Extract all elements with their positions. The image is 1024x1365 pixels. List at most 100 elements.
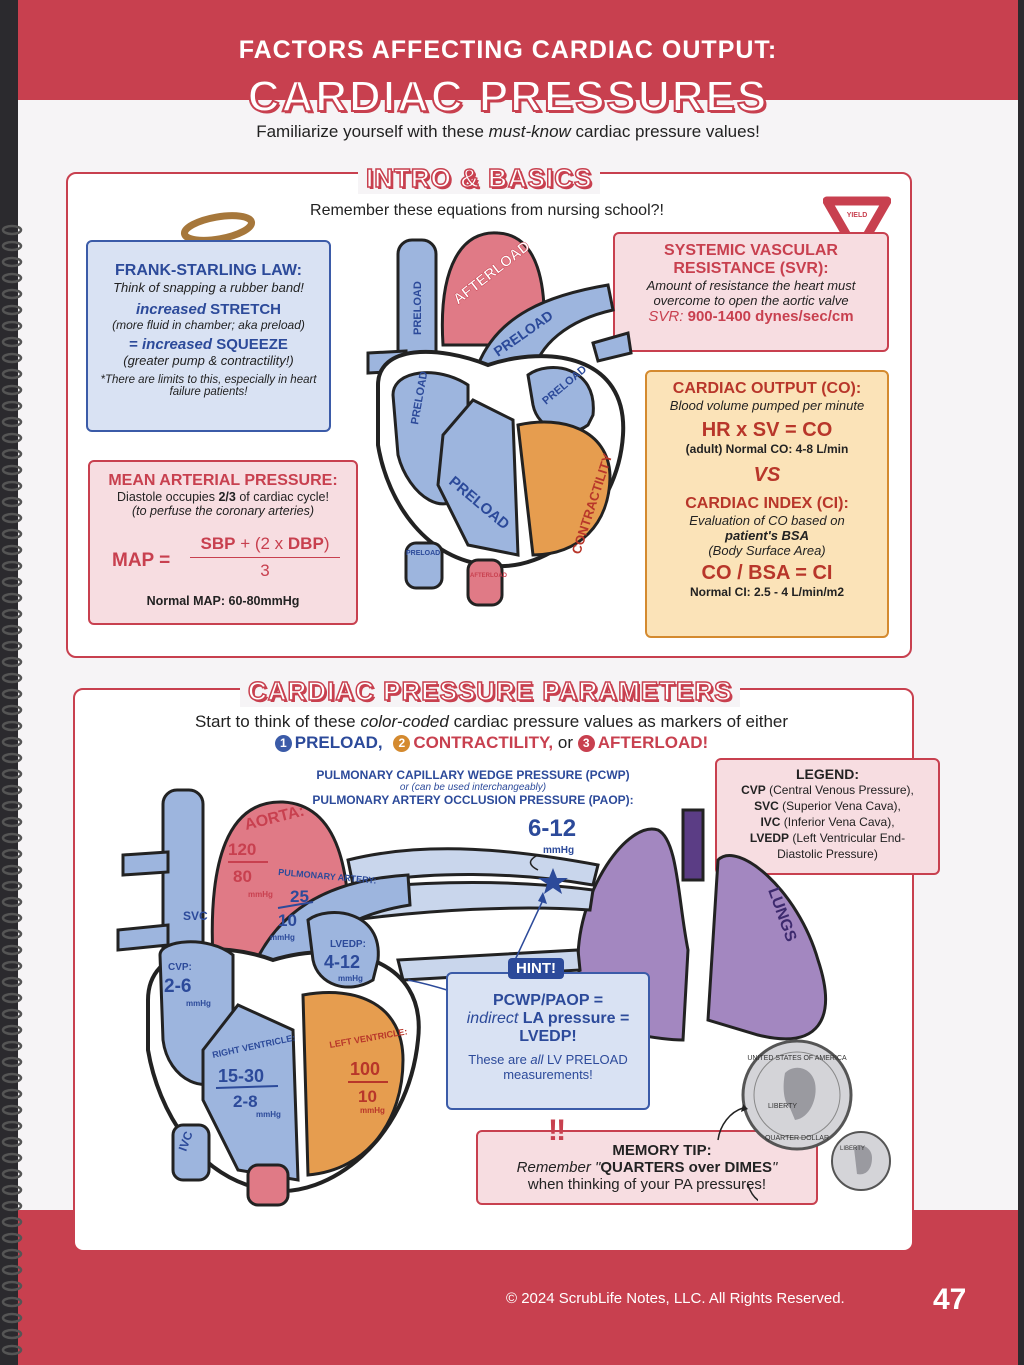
spiral-coil [1, 768, 23, 780]
spiral-coil [1, 1200, 23, 1212]
memory-tip-card: MEMORY TIP: Remember "QUARTERS over DIME… [476, 1130, 818, 1205]
hint-card: PCWP/PAOP = indirect LA pressure = LVEDP… [446, 972, 650, 1110]
svg-text:YIELD: YIELD [847, 212, 868, 219]
spiral-coil [1, 1264, 23, 1276]
spiral-coil [1, 1280, 23, 1292]
spiral-coil [1, 800, 23, 812]
spiral-coil [1, 416, 23, 428]
spiral-coil [1, 1072, 23, 1084]
pcwp-value: 6-12 [528, 815, 577, 842]
page-number: 47 [933, 1283, 967, 1316]
svg-text:10: 10 [358, 1087, 377, 1106]
spiral-coil [1, 784, 23, 796]
spiral-coil [1, 336, 23, 348]
spiral-coil [1, 352, 23, 364]
svg-text:2-6: 2-6 [164, 976, 191, 997]
spiral-coil [1, 1120, 23, 1132]
spiral-coil [1, 720, 23, 732]
spiral-coil [1, 1008, 23, 1020]
spiral-coil [1, 400, 23, 412]
spiral-coil [1, 992, 23, 1004]
spiral-coil [1, 960, 23, 972]
svg-text:2-8: 2-8 [233, 1092, 258, 1111]
spiral-coil [1, 448, 23, 460]
pressure-heart-diagram: AORTA: 120 80 mmHg PULMONARY ARTERY: 25 … [116, 788, 827, 1207]
svg-text:15-30: 15-30 [218, 1066, 264, 1086]
svg-text:LIBERTY: LIBERTY [840, 1146, 865, 1152]
spiral-coil [1, 880, 23, 892]
svg-text:QUARTER DOLLAR: QUARTER DOLLAR [765, 1135, 829, 1142]
spiral-coil [1, 608, 23, 620]
svr-card: SYSTEMIC VASCULAR RESISTANCE (SVR): Amou… [613, 232, 889, 352]
spiral-coil [1, 624, 23, 636]
spiral-coil [1, 384, 23, 396]
spiral-coil [1, 464, 23, 476]
svg-text:10: 10 [278, 911, 297, 930]
spiral-coil [1, 1040, 23, 1052]
svg-text:mmHg: mmHg [338, 974, 363, 983]
yield-sign-icon: YIELD [823, 196, 891, 257]
spiral-coil [1, 560, 23, 572]
spiral-coil [1, 224, 23, 236]
spiral-coil [1, 672, 23, 684]
spiral-coil [1, 512, 23, 524]
spiral-binding [1, 224, 23, 1356]
spiral-coil [1, 864, 23, 876]
spiral-coil [1, 832, 23, 844]
spiral-coil [1, 256, 23, 268]
spiral-coil [1, 304, 23, 316]
spiral-coil [1, 592, 23, 604]
spiral-coil [1, 656, 23, 668]
spiral-coil [1, 1152, 23, 1164]
header-band [18, 0, 1018, 100]
svg-text:LVEDP:: LVEDP: [330, 939, 366, 950]
spiral-coil [1, 912, 23, 924]
spiral-coil [1, 288, 23, 300]
svg-text:SVC: SVC [183, 909, 208, 923]
spiral-coil [1, 1024, 23, 1036]
spiral-coil [1, 736, 23, 748]
spiral-coil [1, 1312, 23, 1324]
page-kicker: FACTORS AFFECTING CARDIAC OUTPUT: [238, 36, 778, 64]
map-card: MEAN ARTERIAL PRESSURE: Diastole occupie… [88, 460, 358, 625]
spiral-coil [1, 1088, 23, 1100]
svg-text:80: 80 [233, 867, 252, 886]
svg-text:IVC: IVC [176, 1129, 196, 1153]
spiral-coil [1, 240, 23, 252]
intro-heart-diagram: AFTERLOAD PRELOAD PRELOAD PRELOAD PRELOA… [366, 231, 633, 607]
dime-coin-icon: LIBERTY [831, 1131, 891, 1191]
intro-heading: INTRO & BASICS [358, 162, 601, 194]
svg-text:mmHg: mmHg [186, 999, 211, 1008]
svg-text:mmHg: mmHg [360, 1106, 385, 1115]
spiral-coil [1, 1056, 23, 1068]
spiral-coil [1, 576, 23, 588]
spiral-coil [1, 432, 23, 444]
svg-text:4-12: 4-12 [324, 952, 360, 972]
spiral-coil [1, 1184, 23, 1196]
spiral-coil [1, 1248, 23, 1260]
spiral-coil [1, 1344, 23, 1356]
spiral-coil [1, 368, 23, 380]
page: FACTORS AFFECTING CARDIAC OUTPUT: CARDIA… [18, 0, 1018, 1365]
intro-lead: Remember these equations from nursing sc… [310, 202, 664, 219]
spiral-coil [1, 1168, 23, 1180]
spiral-coil [1, 944, 23, 956]
spiral-coil [1, 320, 23, 332]
spiral-coil [1, 896, 23, 908]
spiral-coil [1, 1328, 23, 1340]
spiral-coil [1, 640, 23, 652]
svg-text:100: 100 [350, 1059, 380, 1079]
svg-text:120: 120 [228, 840, 256, 859]
spiral-coil [1, 848, 23, 860]
spiral-coil [1, 928, 23, 940]
svg-text:AFTERLOAD: AFTERLOAD [470, 573, 508, 579]
svg-text:mmHg: mmHg [270, 933, 295, 942]
legend-card: LEGEND: CVP (Central Venous Pressure), S… [715, 758, 940, 875]
spiral-coil [1, 496, 23, 508]
spiral-coil [1, 544, 23, 556]
memory-arrows [717, 1104, 758, 1202]
pcwp-label: PULMONARY CAPILLARY WEDGE PRESSURE (PCWP… [312, 768, 634, 807]
spiral-coil [1, 272, 23, 284]
spiral-coil [1, 1136, 23, 1148]
